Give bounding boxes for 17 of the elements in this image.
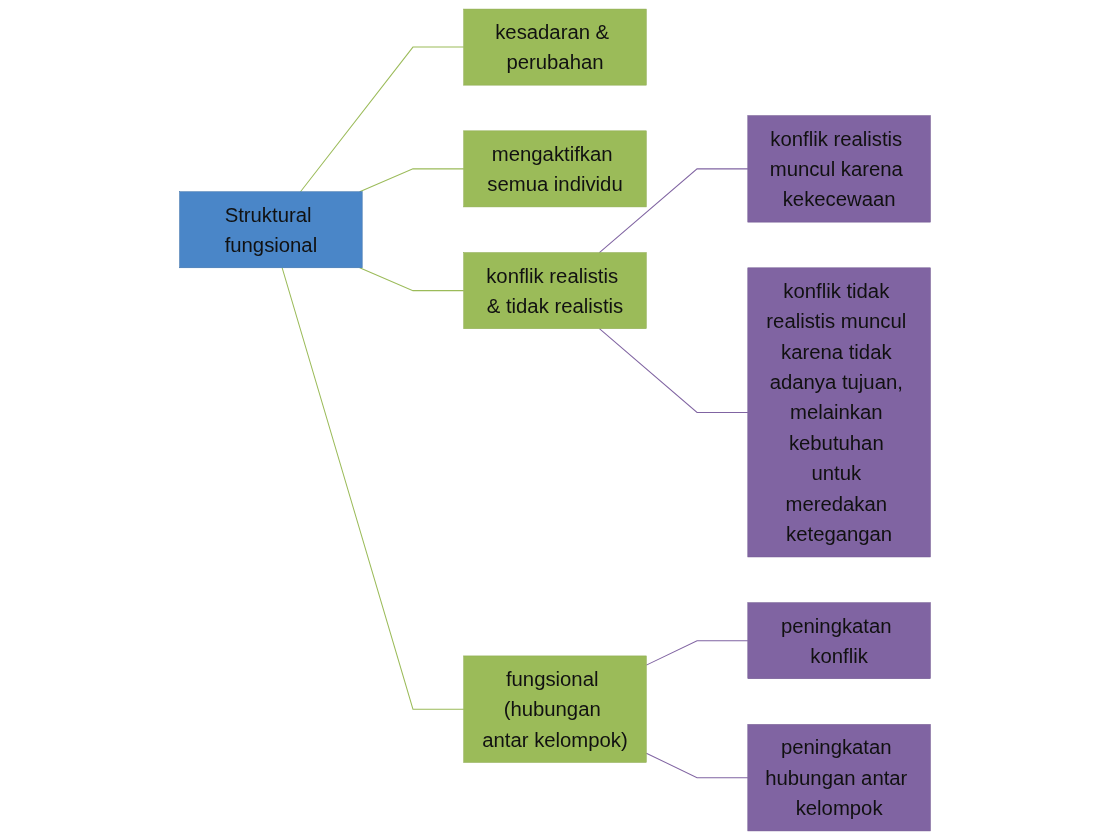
node-box: peningkatan konflik [747, 601, 931, 679]
node-box: mengaktifkan semua individu [463, 130, 647, 207]
node-box: peningkatan hubungan antar kelompok [747, 723, 931, 831]
connector [281, 266, 465, 710]
connector [645, 752, 749, 778]
node-box: Struktural fungsional [179, 190, 363, 268]
connector [359, 167, 465, 192]
connector [598, 327, 749, 413]
node-box: fungsional (hubungan antar kelompok) [463, 655, 647, 763]
node-box: konflik tidak realistis muncul karena tidak adanya tujuan, melainkan kebutuhan untuk meredakan ketegangan [747, 267, 931, 557]
node-box: konflik realistis muncul karena kekecewaan [747, 114, 931, 222]
connector [645, 639, 749, 666]
connector [598, 167, 749, 253]
node-box: konflik realistis & tidak realistis [463, 251, 647, 329]
connector [300, 46, 465, 192]
connector [359, 266, 465, 291]
node-box: kesadaran & perubahan [463, 8, 647, 85]
